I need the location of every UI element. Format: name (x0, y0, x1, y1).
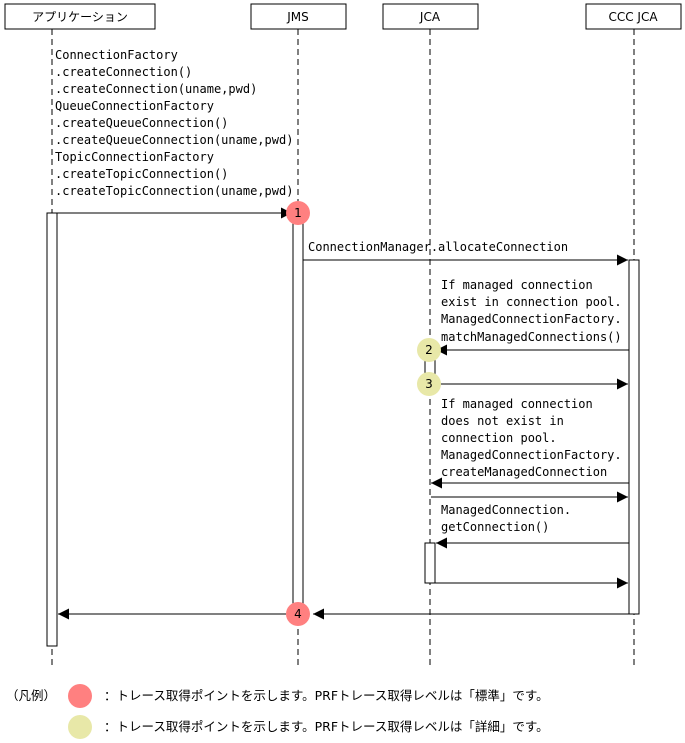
message-create-line-1: .createConnection() (55, 65, 192, 79)
legend-detail-marker (68, 715, 92, 739)
activation-ccc-jca (628, 259, 640, 615)
message-create-line-3: QueueConnectionFactory (55, 99, 214, 113)
note-match-line-0: If managed connection (441, 278, 593, 292)
note-match-line-2: ManagedConnectionFactory. (441, 312, 622, 326)
legend-standard-text: ：トレース取得ポイントを示します。PRFトレース取得レベルは「標準」です。 (104, 688, 549, 703)
message-create-line-4: .createQueueConnection() (55, 116, 228, 130)
legend-detail-text: ：トレース取得ポイントを示します。PRFトレース取得レベルは「詳細」です。 (104, 719, 549, 734)
trace-point-4-label: 4 (294, 607, 302, 621)
trace-point-3 (417, 372, 441, 396)
note-create-line-1: does not exist in (441, 414, 564, 428)
note-create-line-0: If managed connection (441, 397, 593, 411)
participant-box-jms (250, 3, 347, 30)
message-create-line-6: TopicConnectionFactory (55, 150, 214, 164)
message-create-line-7: .createTopicConnection() (55, 167, 228, 181)
trace-point-1-label: 1 (294, 206, 302, 220)
note-match-line-1: exist in connection pool. (441, 295, 622, 309)
participant-application: アプリケーション (32, 10, 128, 24)
note-create-line-3: ManagedConnectionFactory. (441, 448, 622, 462)
note-match-line-3: matchManagedConnections() (441, 330, 622, 344)
trace-point-4 (286, 602, 310, 626)
activation-jms (292, 212, 304, 615)
message-allocate: ConnectionManager.allocateConnection (308, 240, 568, 254)
note-create-line-2: connection pool. (441, 431, 557, 445)
trace-point-1 (286, 201, 310, 225)
activation-jca (424, 542, 436, 584)
trace-point-2-label: 2 (425, 343, 433, 357)
note-get-line-0: ManagedConnection. (441, 503, 571, 517)
participant-jms: JMS (286, 10, 309, 24)
message-create-line-5: .createQueueConnection(uname,pwd) (55, 133, 293, 147)
legend-prefix: （凡例） (6, 688, 56, 703)
participant-ccc-jca: CCC JCA (608, 10, 658, 24)
message-create-line-0: ConnectionFactory (55, 48, 178, 62)
activation-application (46, 212, 58, 647)
note-get-line-1: getConnection() (441, 520, 549, 534)
participant-box-ccc-jca (585, 3, 682, 30)
trace-point-3-label: 3 (425, 377, 433, 391)
message-create-line-8: .createTopicConnection(uname,pwd) (55, 184, 293, 198)
message-create-line-2: .createConnection(uname,pwd) (55, 82, 257, 96)
participant-jca: JCA (419, 10, 441, 24)
trace-point-2 (417, 338, 441, 362)
participant-box-application (4, 3, 156, 30)
note-create-line-4: createManagedConnection (441, 465, 607, 479)
legend-standard-marker (68, 684, 92, 708)
